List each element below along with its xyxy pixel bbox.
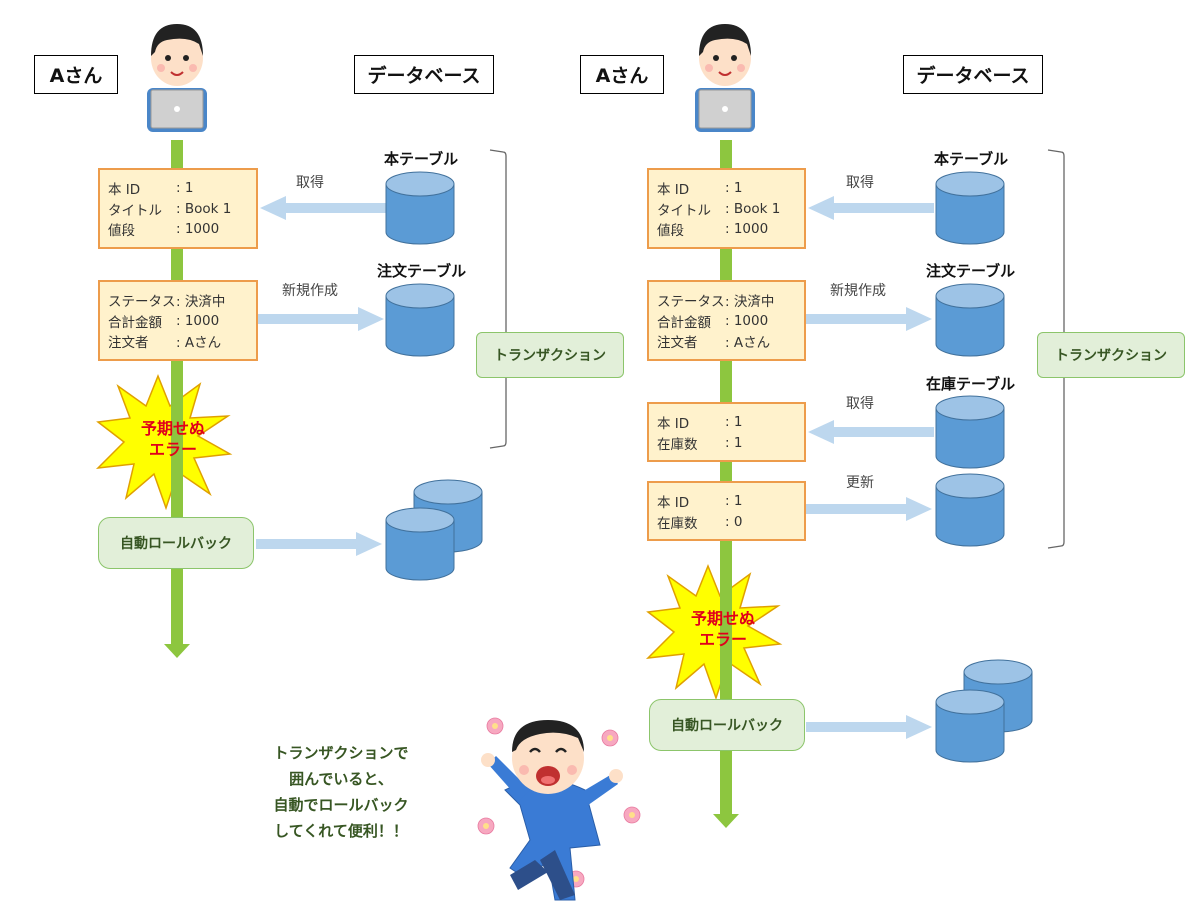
right-stock-table-label: 在庫テーブル [926, 375, 1016, 393]
left-timeline-arrowhead [164, 644, 190, 658]
left-arrow-get-label: 取得 [296, 175, 324, 191]
right-user-label: Aさん [580, 55, 664, 94]
right-db-order [935, 283, 1005, 357]
left-db-rollback-front [385, 507, 455, 581]
left-book-table-label: 本テーブル [384, 150, 459, 168]
right-order-record-card: ステータス: 決済中 合計金額: 1000 注文者: Aさん [647, 280, 806, 361]
right-auto-rollback-label: 自動ロールバック [649, 699, 805, 751]
right-arrow-create-order-label: 新規作成 [830, 283, 886, 299]
right-error-text: 予期せぬエラー [690, 609, 755, 649]
right-transaction-label: トランザクション [1037, 332, 1185, 378]
right-db-stock [935, 395, 1005, 469]
right-stock-updated-card: 本 ID: 1 在庫数: 0 [647, 481, 806, 541]
right-arrow-get-book-label: 取得 [846, 175, 874, 191]
left-db-order [385, 283, 455, 357]
right-arrow-get-book [808, 196, 934, 220]
right-db-stock-updated [935, 473, 1005, 547]
left-arrow-get [260, 196, 386, 220]
left-user-label: Aさん [34, 55, 118, 94]
left-order-record-card: ステータス: 決済中 合計金額: 1000 注文者: Aさん [98, 280, 258, 361]
right-arrow-rollback [806, 715, 932, 739]
right-db-book [935, 171, 1005, 245]
left-auto-rollback-label: 自動ロールバック [98, 517, 254, 569]
left-book-record-card: 本 ID: 1 タイトル: Book 1 値段: 1000 [98, 168, 258, 249]
right-db-rollback-front [935, 689, 1005, 763]
left-order-table-label: 注文テーブル [377, 262, 467, 280]
summary-comment: トランザクションで 囲んでいると、 自動でロールバック してくれて便利！！ [273, 744, 409, 840]
left-transaction-bracket [489, 149, 507, 449]
left-arrow-rollback [256, 532, 382, 556]
right-user-illustration [694, 23, 756, 133]
left-database-label: データベース [354, 55, 494, 94]
left-db-book [385, 171, 455, 245]
right-arrow-update-stock [806, 497, 932, 521]
right-arrow-get-stock [808, 420, 934, 444]
left-user-illustration [146, 23, 208, 133]
right-stock-record-card: 本 ID: 1 在庫数: 1 [647, 402, 806, 462]
right-book-table-label: 本テーブル [934, 150, 1009, 168]
left-transaction-label: トランザクション [476, 332, 624, 378]
right-arrow-get-stock-label: 取得 [846, 396, 874, 412]
left-arrow-create-label: 新規作成 [282, 283, 338, 299]
right-order-table-label: 注文テーブル [926, 262, 1016, 280]
right-timeline-arrowhead [713, 814, 739, 828]
right-book-record-card: 本 ID: 1 タイトル: Book 1 値段: 1000 [647, 168, 806, 249]
happy-person-illustration [477, 717, 641, 901]
left-error-text: 予期せぬエラー [140, 419, 205, 459]
right-arrow-update-stock-label: 更新 [846, 475, 874, 491]
right-database-label: データベース [903, 55, 1043, 94]
right-arrow-create-order [806, 307, 932, 331]
left-arrow-create [258, 307, 384, 331]
